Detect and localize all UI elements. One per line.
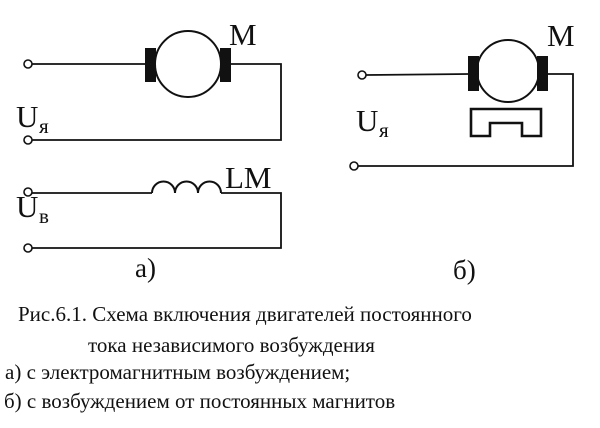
brush-right-icon bbox=[220, 48, 231, 82]
inductor-coil-icon bbox=[151, 180, 222, 194]
circuit-b-part-label: б) bbox=[453, 255, 476, 285]
wire bbox=[32, 63, 282, 141]
caption-line-1: Рис.6.1. Схема включения двигателей пост… bbox=[18, 302, 472, 326]
field-voltage-label: U bbox=[16, 189, 38, 224]
motor-a-label: M bbox=[229, 17, 257, 52]
wire bbox=[365, 73, 470, 76]
terminal-icon bbox=[23, 135, 33, 145]
terminal-icon bbox=[23, 187, 33, 197]
caption-line-4: б) с возбуждением от постоянных магнитов bbox=[4, 389, 396, 413]
brush-left-icon bbox=[145, 48, 156, 82]
brush-left-icon bbox=[468, 56, 479, 91]
wire bbox=[32, 192, 282, 249]
armature-voltage-b-subscript: я bbox=[379, 118, 389, 142]
terminal-icon bbox=[357, 70, 367, 80]
motor-circle-icon bbox=[476, 39, 540, 103]
terminal-icon bbox=[23, 243, 33, 253]
circuit-schematic: M U я LM U в а) M U я б) bbox=[16, 17, 575, 285]
field-voltage-subscript: в bbox=[39, 204, 49, 228]
armature-voltage-b-label: U bbox=[356, 103, 378, 138]
circuit-a-field-loop bbox=[23, 180, 282, 253]
circuit-a-armature-loop bbox=[23, 30, 282, 145]
armature-voltage-a-label: U bbox=[16, 99, 38, 134]
caption-line-2: тока независимого возбуждения bbox=[88, 333, 375, 357]
circuit-a-part-label: а) bbox=[135, 253, 156, 283]
permanent-magnet-icon bbox=[469, 107, 543, 138]
armature-voltage-a-subscript: я bbox=[39, 114, 49, 138]
wire bbox=[358, 73, 574, 167]
brush-right-icon bbox=[537, 56, 548, 91]
motor-circle-icon bbox=[154, 30, 222, 98]
circuit-b-loop bbox=[349, 39, 574, 171]
inductor-lm-label: LM bbox=[225, 160, 272, 195]
terminal-icon bbox=[23, 59, 33, 69]
motor-b-label: M bbox=[547, 18, 575, 53]
terminal-icon bbox=[349, 161, 359, 171]
caption-line-3: а) с электромагнитным возбуждением; bbox=[5, 360, 351, 384]
